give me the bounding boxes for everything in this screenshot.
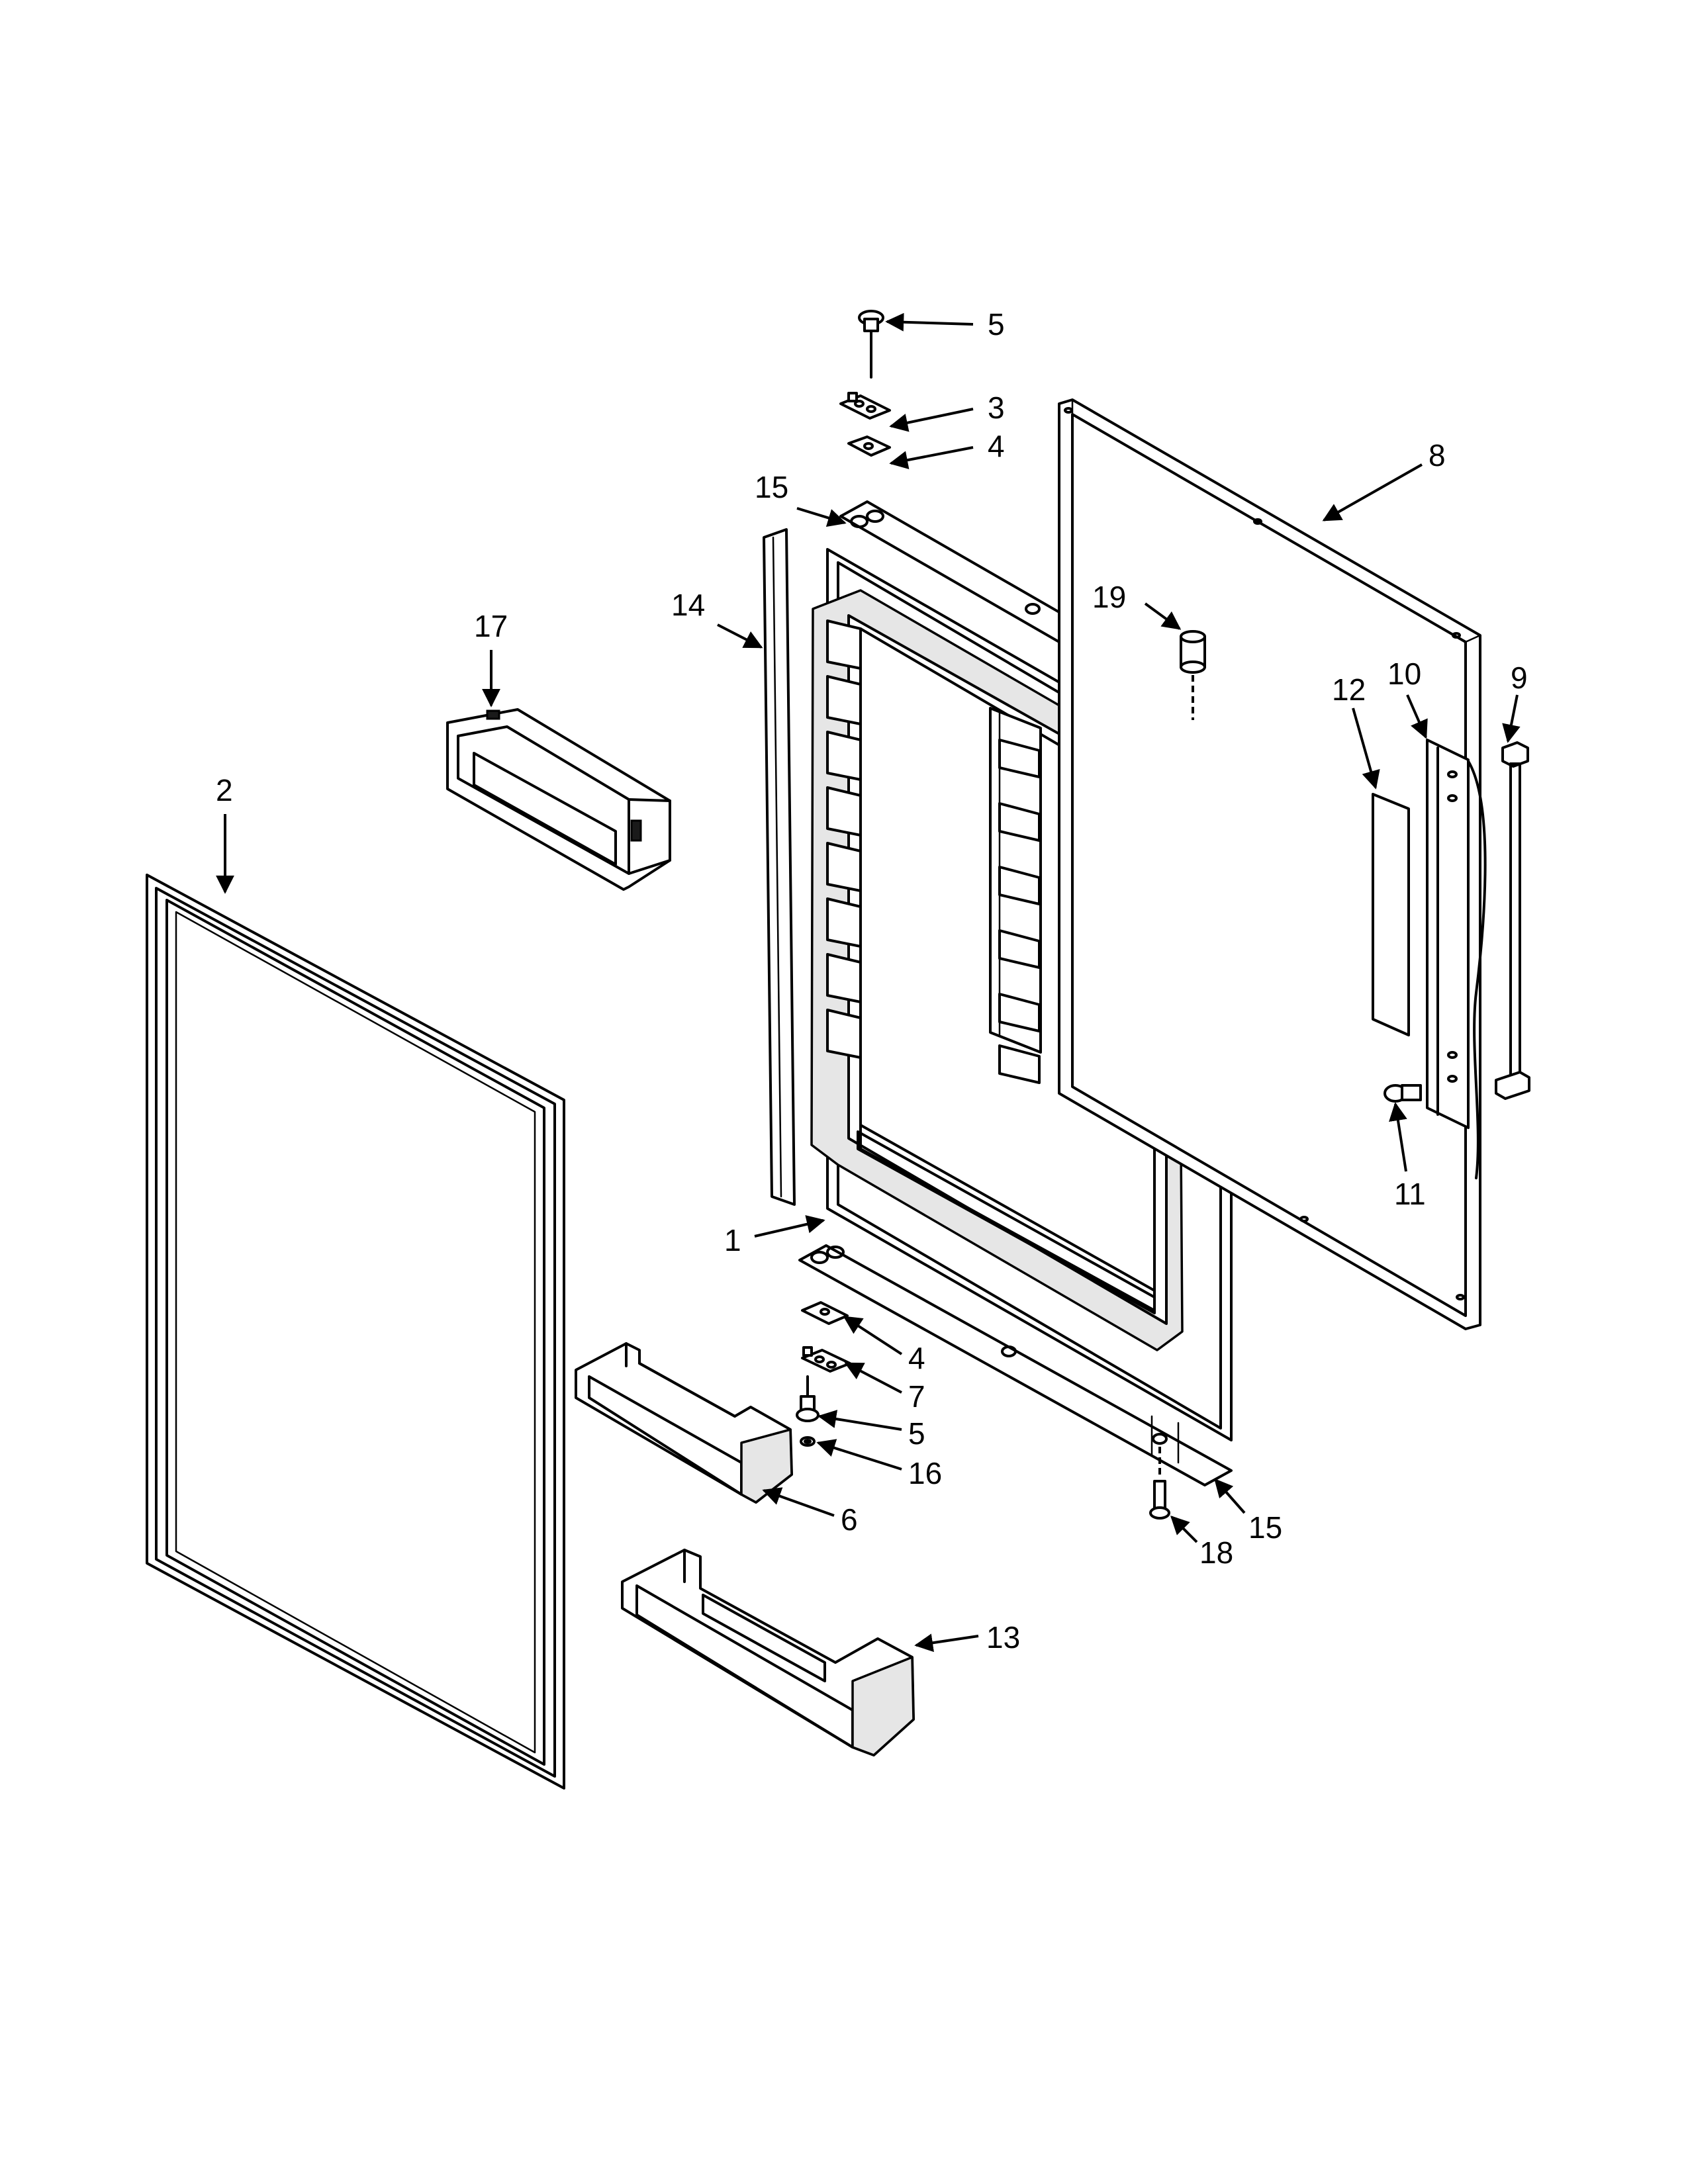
handle-bracket-part <box>1426 739 1487 1179</box>
handle-rod-part <box>1495 741 1530 1100</box>
callout-c4a: 4 <box>988 429 1005 463</box>
right-shelf-supports <box>998 739 1041 1084</box>
leader-c15b <box>1214 1478 1246 1514</box>
top-hinge-screw-part <box>858 310 884 379</box>
leader-c18 <box>1170 1516 1198 1543</box>
outer-door-panel-part <box>1058 398 1481 1330</box>
leader-c3 <box>889 408 974 432</box>
brace-screw-part <box>1149 1447 1170 1520</box>
leader-c7 <box>844 1362 902 1394</box>
callout-c13: 13 <box>986 1620 1020 1655</box>
insulation-panel-part <box>1372 793 1410 1036</box>
leader-c5a <box>885 312 974 332</box>
leader-c16 <box>816 1439 902 1471</box>
handle-screw-part <box>1383 1084 1422 1103</box>
leader-c4b <box>843 1316 903 1355</box>
leader-c10 <box>1406 694 1428 739</box>
callout-c3: 3 <box>988 390 1005 425</box>
callout-c8: 8 <box>1429 438 1446 473</box>
callout-c17: 17 <box>474 609 508 643</box>
callout-c15a: 15 <box>755 470 788 504</box>
washer-part <box>800 1436 816 1447</box>
leader-c8 <box>1322 463 1423 522</box>
leader-c5b <box>818 1410 902 1431</box>
leader-c12 <box>1352 707 1380 790</box>
bottom-hinge-shim-part <box>801 1301 849 1325</box>
bottom-brace-part <box>798 1244 1233 1486</box>
callout-c10: 10 <box>1387 657 1421 691</box>
callout-c19: 19 <box>1092 580 1126 614</box>
callout-leaders <box>216 312 1521 1653</box>
callout-c2: 2 <box>216 773 233 807</box>
bottom-hinge-part <box>801 1346 851 1373</box>
leader-c1 <box>754 1215 825 1238</box>
callout-c4b: 4 <box>908 1341 925 1375</box>
left-shelf-supports <box>826 619 862 1059</box>
callout-c16: 16 <box>908 1456 942 1490</box>
callout-c1: 1 <box>724 1223 741 1257</box>
callout-c9: 9 <box>1511 660 1528 695</box>
leader-c13 <box>914 1633 979 1653</box>
door-gasket-part <box>146 874 565 1790</box>
callout-labels: 5 3 4 15 8 14 19 17 12 10 9 2 11 1 4 7 5… <box>216 307 1528 1655</box>
seal-strip-part <box>763 528 796 1206</box>
callout-c11: 11 <box>1394 1177 1426 1211</box>
callout-c5a: 5 <box>988 307 1005 341</box>
callout-c15b: 15 <box>1248 1510 1282 1545</box>
callout-c12: 12 <box>1332 672 1366 707</box>
leader-c14 <box>717 623 763 649</box>
leader-c4a <box>889 446 974 469</box>
leader-c15a <box>796 507 847 527</box>
callout-c14: 14 <box>671 588 705 622</box>
callout-c6: 6 <box>841 1502 858 1537</box>
top-hinge-shim-part <box>847 435 891 457</box>
spacer-part <box>1180 630 1206 720</box>
small-door-bin-part <box>575 1342 793 1504</box>
callout-c7: 7 <box>908 1379 925 1414</box>
leader-c11 <box>1389 1102 1407 1172</box>
top-hinge-part <box>839 392 891 420</box>
dairy-compartment-part <box>446 708 671 891</box>
bottom-hinge-screw-part <box>796 1375 820 1422</box>
leader-c6 <box>762 1487 835 1517</box>
leader-c19 <box>1144 602 1182 630</box>
leader-c9 <box>1502 694 1521 743</box>
large-door-bin-part <box>621 1549 915 1756</box>
callout-c18: 18 <box>1199 1535 1233 1570</box>
callout-c5b: 5 <box>908 1416 925 1451</box>
